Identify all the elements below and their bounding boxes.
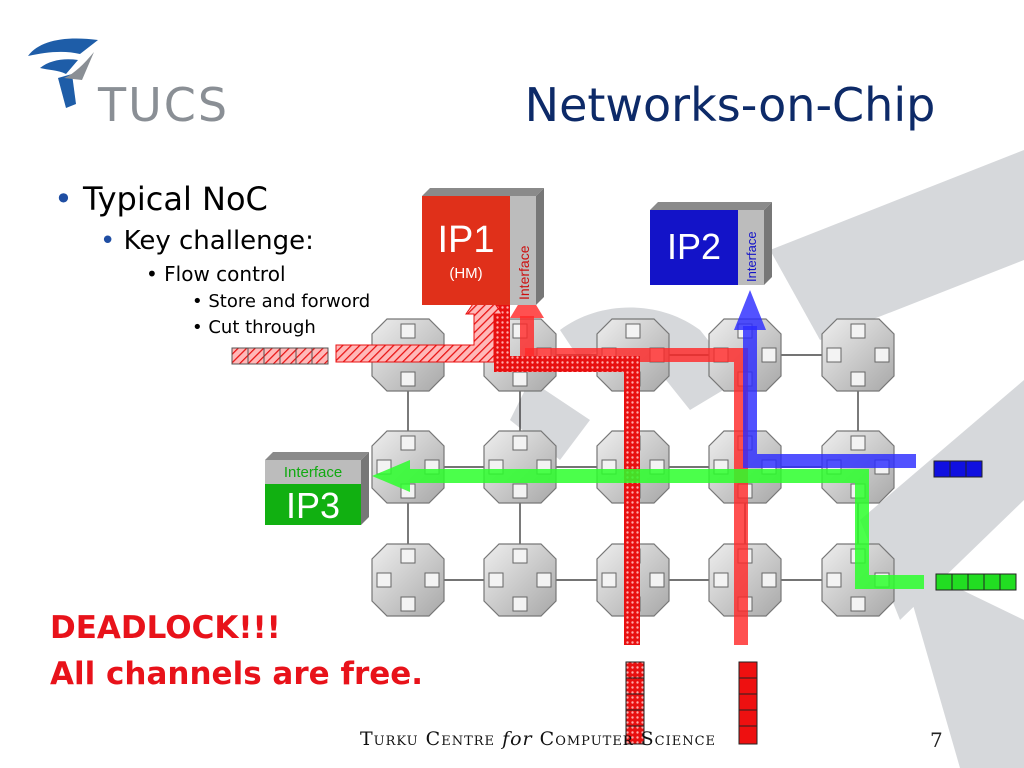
- ip1-interface-label: Interface: [516, 245, 532, 300]
- blue-path: [734, 290, 916, 468]
- bullet-dot-icon: •: [192, 291, 203, 312]
- router-port: [512, 483, 528, 499]
- router-port: [512, 596, 528, 612]
- footer-text-a: Turku Centre: [360, 728, 503, 750]
- footer-text-b: Computer Science: [532, 728, 717, 750]
- ip3-label: IP3: [286, 485, 340, 526]
- bullet-store-forward: • Store and forword: [192, 291, 370, 312]
- router-node: [483, 430, 557, 504]
- ip2-label: IP2: [667, 226, 721, 267]
- router-port: [376, 572, 392, 588]
- router-port: [850, 596, 866, 612]
- ip1-block: IP1 (HM) Interface: [422, 188, 544, 305]
- bullet-dot-icon: •: [54, 180, 73, 218]
- bullet-dot-icon: •: [100, 226, 116, 256]
- router-port: [761, 572, 777, 588]
- bullet-text: Key challenge:: [123, 226, 314, 256]
- router-node: [483, 543, 557, 617]
- buffer-red: [738, 661, 758, 745]
- ip2-interface-label: Interface: [744, 231, 759, 282]
- router-port: [649, 572, 665, 588]
- bullet-dot-icon: •: [146, 262, 158, 286]
- ip1-sub-label: (HM): [449, 265, 482, 282]
- ip2-block: IP2 Interface: [650, 202, 772, 285]
- router-port: [850, 371, 866, 387]
- bullet-text: Flow control: [164, 262, 286, 286]
- bullet-dot-icon: •: [192, 317, 203, 338]
- router-node: [821, 318, 895, 392]
- bullet-key-challenge: • Key challenge:: [100, 226, 314, 256]
- router-port: [850, 435, 866, 451]
- bullet-text: Store and forword: [208, 291, 371, 312]
- router-port: [400, 323, 416, 339]
- footer-text: Turku Centre for Computer Science: [360, 728, 716, 750]
- router-port: [625, 323, 641, 339]
- buffer-hatched: [231, 347, 329, 365]
- router-port: [826, 347, 842, 363]
- tucs-logo-icon: [28, 38, 98, 108]
- buffer-green: [935, 573, 1017, 591]
- buffer-blue: [933, 460, 983, 478]
- router-port: [424, 572, 440, 588]
- router-port: [512, 435, 528, 451]
- ip3-interface-label: Interface: [284, 464, 342, 481]
- router-node: [371, 543, 445, 617]
- router-port: [512, 548, 528, 564]
- router-port: [488, 572, 504, 588]
- bullet-flow-control: • Flow control: [146, 262, 286, 286]
- router-port: [761, 347, 777, 363]
- bullet-text: Cut through: [208, 317, 316, 338]
- footer-text-for: for: [502, 728, 533, 750]
- router-port: [400, 371, 416, 387]
- page-number: 7: [930, 728, 943, 752]
- router-port: [536, 572, 552, 588]
- deadlock-text: DEADLOCK!!!: [50, 610, 281, 646]
- router-port: [826, 572, 842, 588]
- router-port: [400, 548, 416, 564]
- router-port: [874, 347, 890, 363]
- router-port: [400, 435, 416, 451]
- router-port: [512, 371, 528, 387]
- bullet-cut-through: • Cut through: [192, 317, 316, 338]
- ip1-label: IP1: [437, 219, 494, 261]
- bullet-typical-noc: • Typical NoC: [54, 180, 268, 218]
- ip3-block: Interface IP3: [265, 452, 369, 526]
- bullet-text: Typical NoC: [83, 180, 268, 218]
- buffer-red-dotted: [625, 661, 645, 745]
- all-channels-free-text: All channels are free.: [50, 656, 424, 692]
- router-port: [713, 572, 729, 588]
- green-path: [372, 460, 924, 589]
- tucs-logo-text: TUCS: [98, 78, 230, 132]
- router-port: [400, 596, 416, 612]
- slide-title: Networks-on-Chip: [524, 78, 936, 132]
- router-port: [850, 323, 866, 339]
- router-port: [601, 572, 617, 588]
